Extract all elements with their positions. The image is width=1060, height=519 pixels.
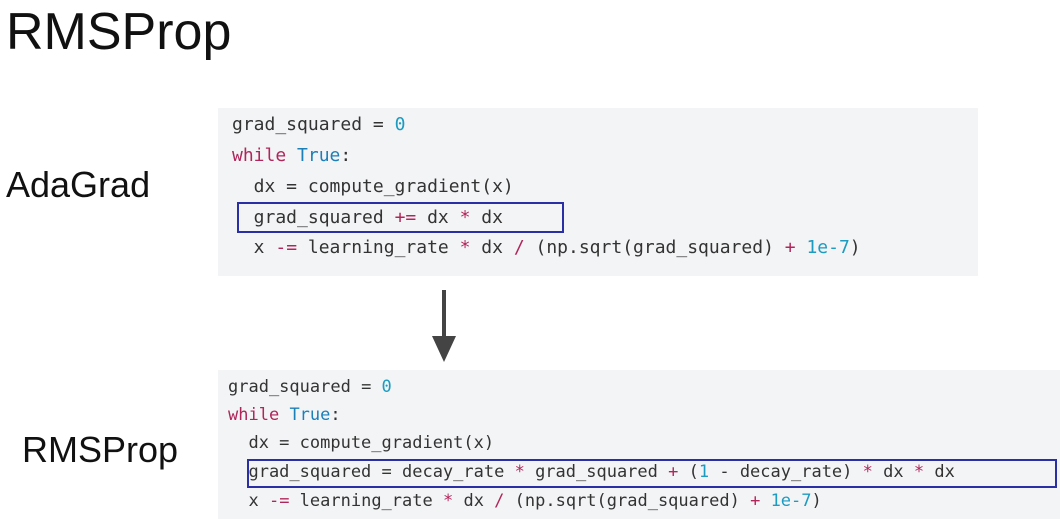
rmsprop-code-line-2: while True: — [228, 404, 341, 426]
code-token: * — [442, 491, 454, 511]
code-token: (np.sqrt(grad_squared) — [504, 491, 751, 511]
code-token: 1 — [698, 462, 710, 482]
code-token: grad_squared = decay_rate — [228, 462, 515, 482]
code-token: dx — [470, 207, 503, 228]
code-token: = — [362, 114, 395, 135]
code-token: dx — [453, 491, 495, 511]
code-token: ( — [678, 462, 699, 482]
code-token: grad_squared — [228, 377, 351, 397]
code-token: x — [228, 491, 269, 511]
adagrad-highlight-box — [237, 202, 564, 233]
code-token — [760, 491, 770, 511]
code-token: / — [494, 491, 505, 511]
code-token: grad_squared — [232, 114, 363, 135]
code-token — [796, 237, 807, 258]
rmsprop-code-block: grad_squared = 0 while True: dx = comput… — [218, 370, 1060, 519]
code-token: dx = compute_gradient(x) — [228, 433, 495, 453]
code-token: x — [232, 237, 276, 258]
code-token: = — [350, 377, 382, 397]
code-token: : — [340, 145, 352, 166]
code-token: * — [459, 207, 471, 228]
code-token: / — [513, 237, 525, 258]
code-token: (np.sqrt(grad_squared) — [524, 237, 785, 258]
code-token: -= — [275, 237, 298, 258]
code-token: dx — [872, 462, 914, 482]
code-token: * — [913, 462, 925, 482]
adagrad-code-block: grad_squared = 0 while True: dx = comput… — [218, 108, 978, 276]
code-token: learning_rate — [297, 237, 460, 258]
rmsprop-code-line-5: x -= learning_rate * dx / (np.sqrt(grad_… — [228, 490, 822, 512]
code-token: - decay_rate) — [709, 462, 863, 482]
rmsprop-code-line-4: grad_squared = decay_rate * grad_squared… — [228, 461, 955, 483]
code-token: ) — [849, 237, 861, 258]
code-token: * — [514, 462, 525, 482]
adagrad-code-line-1: grad_squared = 0 — [232, 114, 405, 136]
code-token: True — [297, 145, 341, 166]
code-token: += — [394, 207, 417, 228]
adagrad-label: AdaGrad — [6, 164, 151, 205]
code-token: ) — [811, 491, 822, 511]
code-token — [286, 145, 297, 166]
rmsprop-label: RMSProp — [22, 429, 179, 470]
adagrad-code-line-3: dx = compute_gradient(x) — [232, 176, 514, 198]
code-token: learning_rate — [289, 491, 443, 511]
code-token: * — [862, 462, 873, 482]
code-token: dx — [470, 237, 514, 258]
code-token: + — [668, 462, 679, 482]
slide-title: RMSProp — [6, 3, 232, 61]
code-token: dx = compute_gradient(x) — [232, 176, 514, 197]
code-token: + — [750, 491, 761, 511]
code-token — [279, 405, 289, 425]
code-token: 0 — [394, 114, 406, 135]
code-token: dx — [416, 207, 460, 228]
code-token: True — [289, 405, 331, 425]
adagrad-code-line-2: while True: — [232, 145, 351, 167]
code-token: : — [330, 405, 341, 425]
rmsprop-highlight-box — [247, 459, 1057, 488]
arrow-down-icon — [432, 290, 456, 362]
rmsprop-code-line-1: grad_squared = 0 — [228, 376, 392, 398]
adagrad-code-line-5: x -= learning_rate * dx / (np.sqrt(grad_… — [232, 237, 861, 259]
code-token: while — [232, 145, 287, 166]
code-token: * — [459, 237, 471, 258]
code-token: dx — [924, 462, 955, 482]
code-token: grad_squared — [524, 462, 669, 482]
rmsprop-code-line-3: dx = compute_gradient(x) — [228, 432, 494, 454]
code-token: while — [228, 405, 280, 425]
adagrad-code-line-4: grad_squared += dx * dx — [232, 207, 503, 229]
code-token: 1e-7 — [770, 491, 812, 511]
code-token: -= — [268, 491, 290, 511]
code-token: 1e-7 — [806, 237, 850, 258]
code-token: 0 — [381, 377, 392, 397]
code-token: grad_squared — [232, 207, 395, 228]
code-token: + — [784, 237, 796, 258]
